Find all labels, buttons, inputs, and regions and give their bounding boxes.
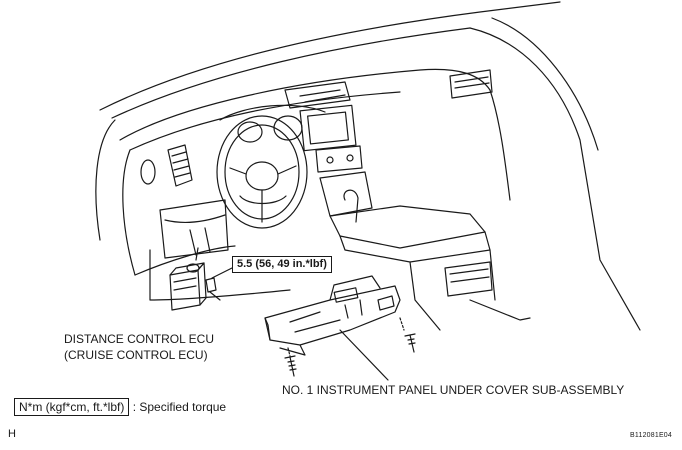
screw-left-icon	[284, 355, 297, 377]
torque-leader-line	[211, 267, 233, 279]
ecu-label-line2: (CRUISE CONTROL ECU)	[64, 348, 208, 362]
torque-legend: N*m (kgf*cm, ft.*lbf) : Specified torque	[14, 398, 227, 416]
torque-spec-box: 5.5 (56, 49 in.*lbf)	[232, 256, 332, 273]
left-vent	[140, 144, 193, 187]
steering-wheel	[216, 115, 308, 229]
corner-letter: H	[8, 428, 16, 440]
figure-id: B112081E04	[630, 432, 672, 439]
distance-control-ecu-part	[169, 247, 221, 311]
lower-dash	[95, 119, 291, 301]
right-vent	[449, 69, 493, 99]
windshield-outline	[99, 1, 641, 331]
under-cover-label: NO. 1 INSTRUMENT PANEL UNDER COVER SUB-A…	[282, 383, 625, 397]
screw-right-icon	[399, 317, 416, 353]
under-cover-part	[264, 275, 401, 356]
dashboard-outline	[119, 68, 511, 276]
center-stack	[284, 81, 373, 217]
legend-unit-box: N*m (kgf*cm, ft.*lbf)	[14, 398, 130, 416]
under-cover-leader-line	[339, 329, 389, 381]
legend-description: : Specified torque	[132, 400, 227, 414]
ecu-label-line1: DISTANCE CONTROL ECU	[64, 332, 215, 346]
screw-leader-dashed	[287, 347, 291, 357]
center-console	[329, 189, 531, 331]
